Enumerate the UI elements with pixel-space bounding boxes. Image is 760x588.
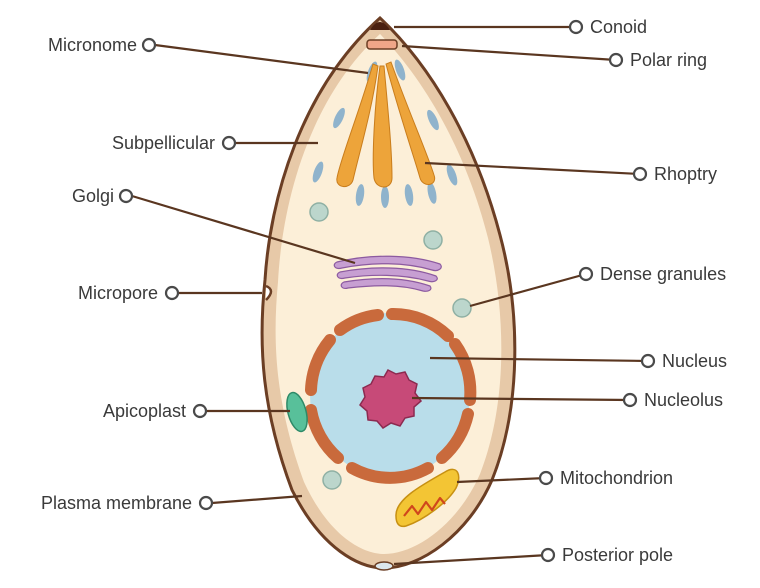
subpellicular-dot	[221, 135, 237, 151]
label-micropore: Micropore	[78, 283, 158, 303]
plasma-membrane-dot	[198, 495, 214, 511]
dense-granules	[309, 202, 472, 490]
micronome	[427, 182, 437, 204]
rhoptry	[372, 65, 393, 188]
nuclear-envelope	[305, 307, 477, 484]
label-dots	[118, 19, 656, 563]
leader-line	[424, 161, 641, 176]
polar-ring	[366, 39, 398, 50]
micronome	[333, 107, 345, 129]
label-posterior-pole: Posterior pole	[562, 545, 673, 565]
nucleolus	[359, 369, 423, 429]
micronome	[355, 184, 365, 206]
apicoplast-dot	[192, 403, 208, 419]
nucleolus-dot	[622, 392, 638, 408]
label-nucleolus: Nucleolus	[644, 390, 723, 410]
golgi-cisterna	[336, 267, 438, 283]
dense-granule	[423, 230, 443, 250]
micropore-dot	[164, 285, 180, 301]
rhoptry	[336, 63, 379, 187]
golgi-cisterna	[333, 255, 442, 272]
micronome	[427, 109, 439, 131]
apicoplast	[286, 391, 308, 433]
label-nucleus: Nucleus	[662, 351, 727, 371]
leader-line	[411, 396, 631, 402]
cell	[260, 15, 517, 570]
leader-line	[469, 272, 587, 308]
dense-granule	[309, 202, 329, 222]
leader-line	[393, 553, 549, 566]
micropore	[265, 284, 273, 301]
conoid-dot	[568, 19, 584, 35]
posterior-pole-dot	[540, 547, 556, 563]
mitochondrion-dot	[538, 470, 554, 486]
labels: Conoid Polar ring Micronome Subpellicula…	[41, 17, 727, 565]
micronome	[394, 59, 406, 81]
polar-ring-dot	[608, 52, 624, 68]
leader-lines	[131, 25, 649, 566]
micronemes	[312, 59, 458, 208]
micronome	[446, 164, 458, 186]
dense-granule	[322, 470, 342, 490]
label-mitochondrion: Mitochondrion	[560, 468, 673, 488]
golgi-dot	[118, 188, 134, 204]
leader-line	[154, 43, 369, 75]
rhoptries	[336, 61, 436, 188]
label-rhoptry: Rhoptry	[654, 164, 717, 184]
label-golgi: Golgi	[72, 186, 114, 206]
conoid	[370, 22, 390, 30]
golgi-cisterna	[340, 278, 432, 292]
nucleus-group	[305, 307, 477, 484]
label-micronome: Micronome	[48, 35, 137, 55]
apical-complex	[366, 22, 398, 50]
label-apicoplast: Apicoplast	[103, 401, 186, 421]
golgi	[333, 255, 442, 292]
nucleus-dot	[640, 353, 656, 369]
dense-granules-dot	[578, 266, 594, 282]
micronome-dot	[141, 37, 157, 53]
dense-granule	[452, 298, 472, 318]
micronome	[312, 161, 324, 183]
micronome	[381, 186, 389, 208]
mitochondrion	[395, 468, 460, 528]
leader-line	[401, 44, 617, 62]
leader-line	[131, 194, 356, 265]
posterior-pole	[374, 561, 394, 571]
label-polar-ring: Polar ring	[630, 50, 707, 70]
leader-line	[211, 494, 303, 505]
leader-line	[456, 476, 547, 484]
label-plasma-membrane: Plasma membrane	[41, 493, 192, 513]
rhoptry-dot	[632, 166, 648, 182]
leader-line	[429, 356, 649, 363]
label-subpellicular: Subpellicular	[112, 133, 215, 153]
micronome	[404, 184, 414, 206]
rhoptry	[385, 61, 436, 185]
label-conoid: Conoid	[590, 17, 647, 37]
label-dense-granules: Dense granules	[600, 264, 726, 284]
